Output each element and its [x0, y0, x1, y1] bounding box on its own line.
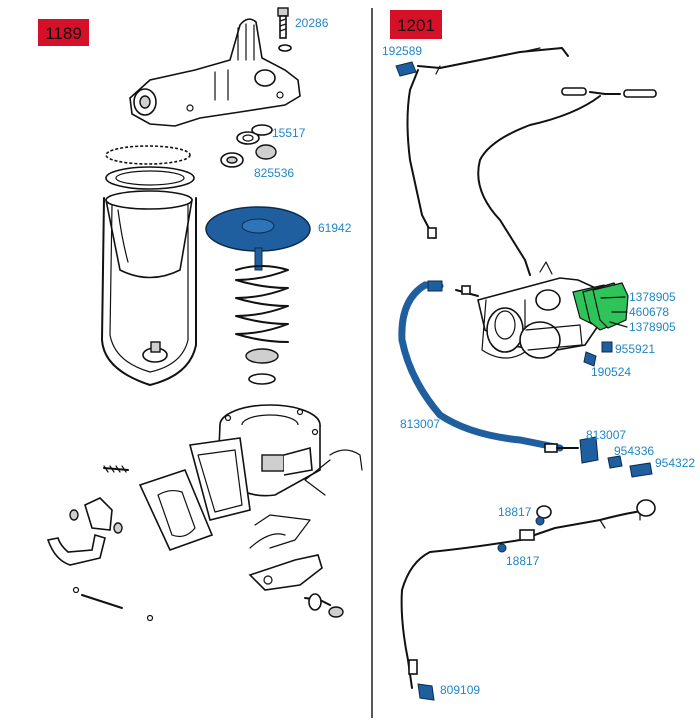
diaphragm-61942-drawing	[205, 206, 311, 271]
breather-pipe-drawing	[477, 87, 657, 276]
part-label-192589: 192589	[382, 44, 422, 58]
lever-bracket-drawing	[248, 554, 344, 618]
washers-15517-drawing	[220, 124, 277, 168]
lower-fuel-pipe-drawing	[400, 499, 656, 689]
pump-top-cover-drawing	[129, 18, 301, 127]
pump-lower-body-drawing	[188, 404, 321, 521]
part-label-813007-hose: 813007	[400, 417, 440, 431]
part-label-954322: 954322	[655, 456, 695, 470]
part-label-190524: 190524	[591, 365, 631, 379]
diaphragm-spring-drawing	[235, 265, 289, 385]
part-label-809109: 809109	[440, 683, 480, 697]
fuel-pump-assembly-drawing	[455, 261, 603, 359]
leader-lines	[600, 296, 628, 328]
section-tag-1189: 1189	[38, 19, 89, 46]
part-label-15517: 15517	[272, 126, 306, 140]
part-label-954336: 954336	[614, 444, 654, 458]
union-192589-drawing	[395, 61, 417, 77]
part-label-1378905-bottom: 1378905	[629, 320, 676, 334]
section-tag-1201-bg	[390, 10, 442, 39]
bolt-20286-drawing	[277, 7, 292, 52]
part-label-1378905-top: 1378905	[629, 290, 676, 304]
part-label-18817-lower: 18817	[506, 554, 540, 568]
mounting-gasket-drawing	[138, 469, 214, 551]
rocker-arm-parts-drawing	[46, 465, 154, 622]
glass-bowl-drawing	[101, 190, 197, 386]
part-label-813007-fitting: 813007	[586, 428, 626, 442]
pump-spacers-green-drawing	[572, 282, 629, 331]
top-fuel-pipe-drawing	[406, 47, 569, 239]
section-tag-1201: 1201	[390, 10, 442, 39]
wire-clips-drawing	[249, 449, 363, 549]
union-809109-drawing	[408, 659, 435, 701]
hose-fittings-drawing	[579, 436, 653, 478]
part-label-20286: 20286	[295, 16, 329, 30]
fuel-hose-813007-drawing	[398, 280, 579, 453]
section-tag-1189-text: 1189	[45, 24, 82, 43]
part-label-825536: 825536	[254, 166, 294, 180]
cover-gasket-drawing	[105, 145, 195, 190]
section-tag-1201-text: 1201	[397, 16, 435, 35]
part-label-18817-upper: 18817	[498, 505, 532, 519]
part-label-955921: 955921	[615, 342, 655, 356]
stud-955921-drawing	[583, 341, 613, 367]
part-label-61942: 61942	[318, 221, 352, 235]
part-label-460678: 460678	[629, 305, 669, 319]
section-tag-1189-bg	[38, 19, 89, 46]
